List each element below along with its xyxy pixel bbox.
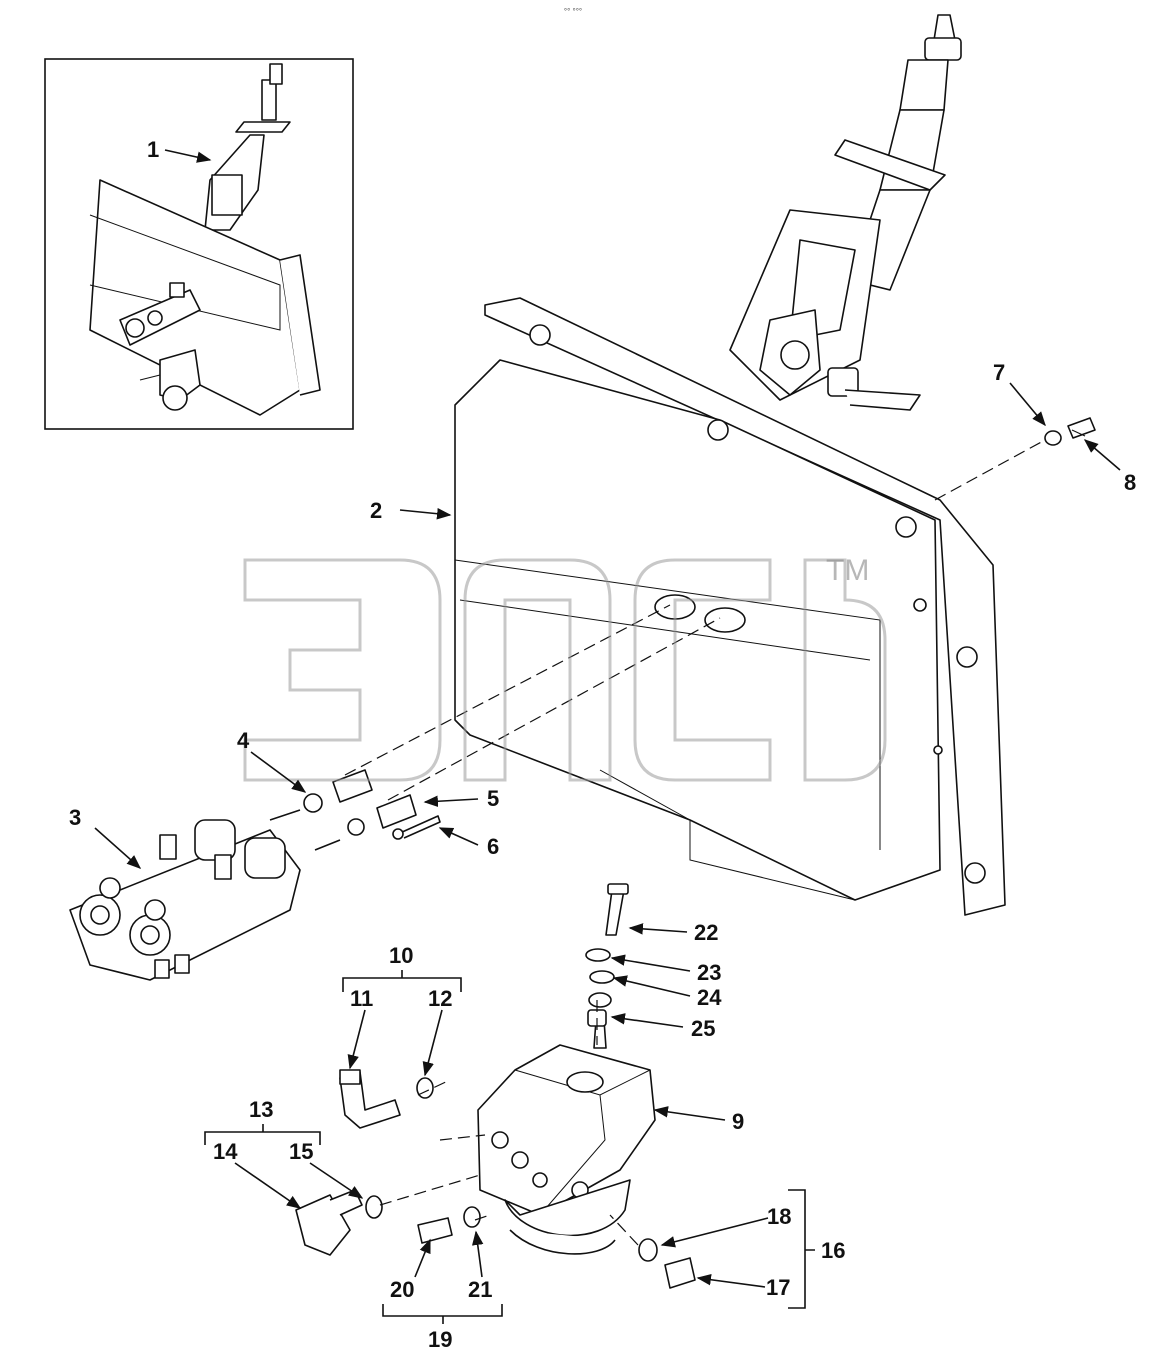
watermark-logo: TM xyxy=(243,554,887,782)
inset-overview xyxy=(44,58,354,430)
callout-7: 7 xyxy=(993,360,1005,385)
callout-21: 21 xyxy=(468,1277,492,1302)
callout-1: 1 xyxy=(147,137,159,162)
small-hardware xyxy=(303,769,441,840)
alignment-lines xyxy=(344,439,1046,1246)
callout-2: 2 xyxy=(370,498,382,523)
callout-15: 15 xyxy=(289,1139,313,1164)
callout-4: 4 xyxy=(237,728,250,753)
callout-5: 5 xyxy=(487,786,499,811)
callout-19: 19 xyxy=(428,1327,452,1352)
steering-unit xyxy=(477,1019,656,1255)
callout-16: 16 xyxy=(821,1238,845,1263)
callout-labels: 1 2 3 4 5 6 7 8 9 10 11 12 13 14 15 16 1… xyxy=(69,137,1136,1352)
header-mark: °° °°° xyxy=(564,7,582,16)
callout-10: 10 xyxy=(389,943,413,968)
steering-column xyxy=(729,14,962,411)
callout-6: 6 xyxy=(487,834,499,859)
callout-8: 8 xyxy=(1124,470,1136,495)
callout-11: 11 xyxy=(350,986,373,1011)
callout-12: 12 xyxy=(428,986,452,1011)
bolt-stack-22-25 xyxy=(585,883,629,1027)
callout-9: 9 xyxy=(732,1109,744,1134)
callout-23: 23 xyxy=(697,960,721,985)
callout-3: 3 xyxy=(69,805,81,830)
callout-20: 20 xyxy=(390,1277,414,1302)
bolt-washer-7-8 xyxy=(1044,417,1096,446)
brake-valve xyxy=(69,809,341,981)
callout-13: 13 xyxy=(249,1097,273,1122)
callout-14: 14 xyxy=(213,1139,238,1164)
callout-18: 18 xyxy=(767,1204,791,1229)
callout-25: 25 xyxy=(691,1016,715,1041)
dash-panel xyxy=(454,297,1006,916)
fittings xyxy=(295,1069,696,1289)
leader-lines xyxy=(94,149,1121,1324)
callout-22: 22 xyxy=(694,920,718,945)
watermark-trademark: TM xyxy=(826,554,869,587)
callout-17: 17 xyxy=(766,1275,790,1300)
callout-24: 24 xyxy=(697,985,722,1010)
